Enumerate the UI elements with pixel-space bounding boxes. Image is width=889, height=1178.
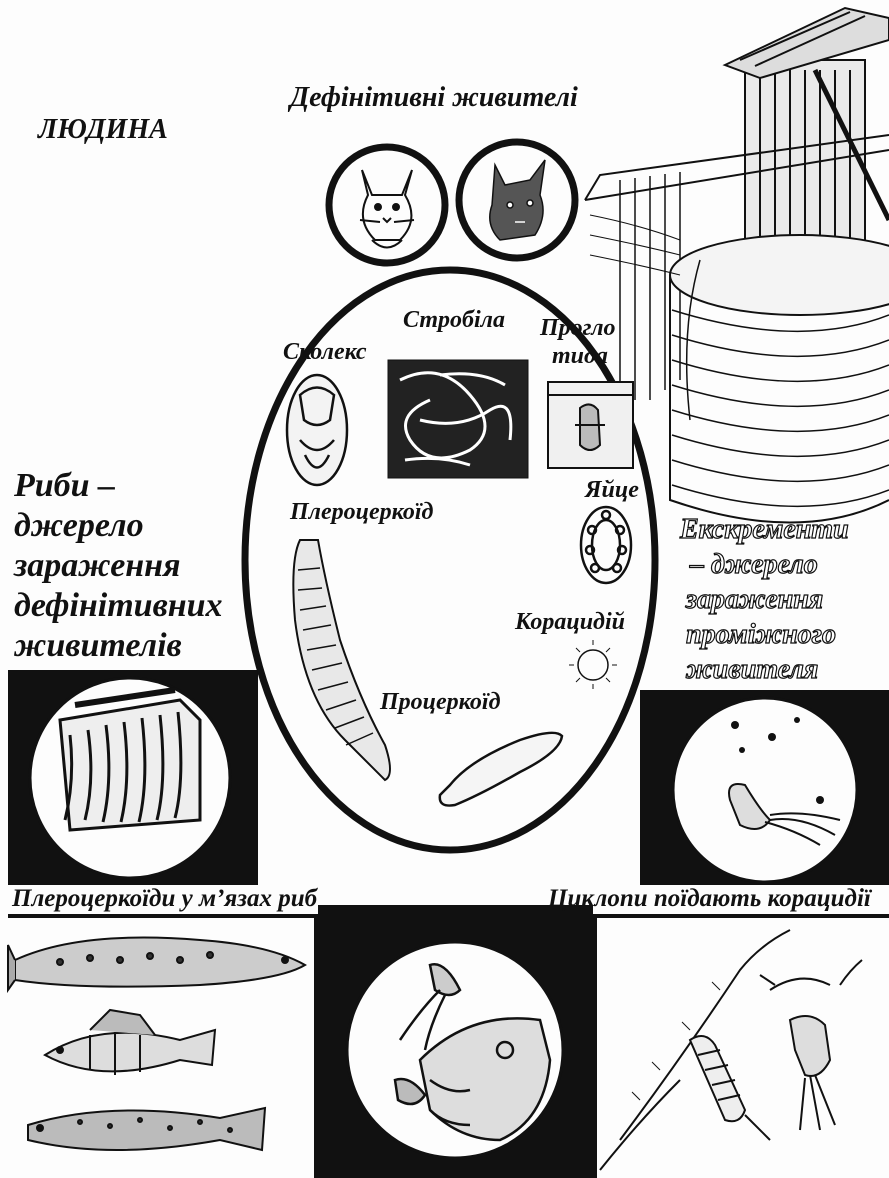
fish-source-line1: Риби – (14, 468, 115, 504)
proglottid-label-line1: Прогло (540, 316, 616, 341)
fish-source-line4: дефінітивних (14, 588, 223, 624)
water-source-line3: зараження (686, 585, 823, 614)
coracidium-label: Корацидій (515, 610, 625, 635)
fish-source-line5: живителів (14, 628, 182, 664)
strobila-illustration (388, 360, 528, 478)
fish-muscle-circle (30, 678, 230, 878)
cyclops-illustrations (600, 930, 862, 1170)
definitive-hosts-label: Дефінітивні живителі (290, 83, 578, 112)
pike-fish (8, 938, 305, 991)
water-source-line5: живителя (686, 655, 818, 684)
cat-host-circle (329, 147, 445, 263)
procercoid-label: Процеркоїд (380, 690, 501, 715)
cyclops-circle (673, 698, 857, 882)
proglottid-label-line2: тида (552, 344, 608, 369)
wolf-host-circle (459, 142, 575, 258)
trout-fish (28, 1108, 265, 1150)
fish-source-line2: джерело (14, 508, 144, 544)
proglottid-illustration (548, 382, 633, 468)
caption-plerocercoids-in-fish-muscle: Плероцеркоїди у м’язах риб (12, 886, 317, 912)
strobila-label: Стробіла (403, 308, 505, 333)
egg-label: Яйце (585, 478, 639, 503)
plerocercoid-label: Плероцеркоїд (290, 500, 433, 525)
water-source-line1: Екскременти (680, 515, 849, 544)
scolex-illustration (287, 375, 347, 485)
fish-source-line3: зараження (14, 548, 181, 584)
water-source-line4: проміжного (686, 620, 836, 649)
scolex-label: Сколекс (283, 340, 367, 365)
water-source-line2: – джерело (690, 550, 818, 579)
caption-cyclops-eat-coracidia: Циклопи поїдають корацидії (548, 886, 871, 912)
human-label: ЛЮДИНА (38, 115, 168, 144)
perch-fish (45, 1010, 215, 1075)
fish-illustrations (8, 938, 305, 1151)
fish-eats-cyclops-circle (347, 942, 563, 1158)
